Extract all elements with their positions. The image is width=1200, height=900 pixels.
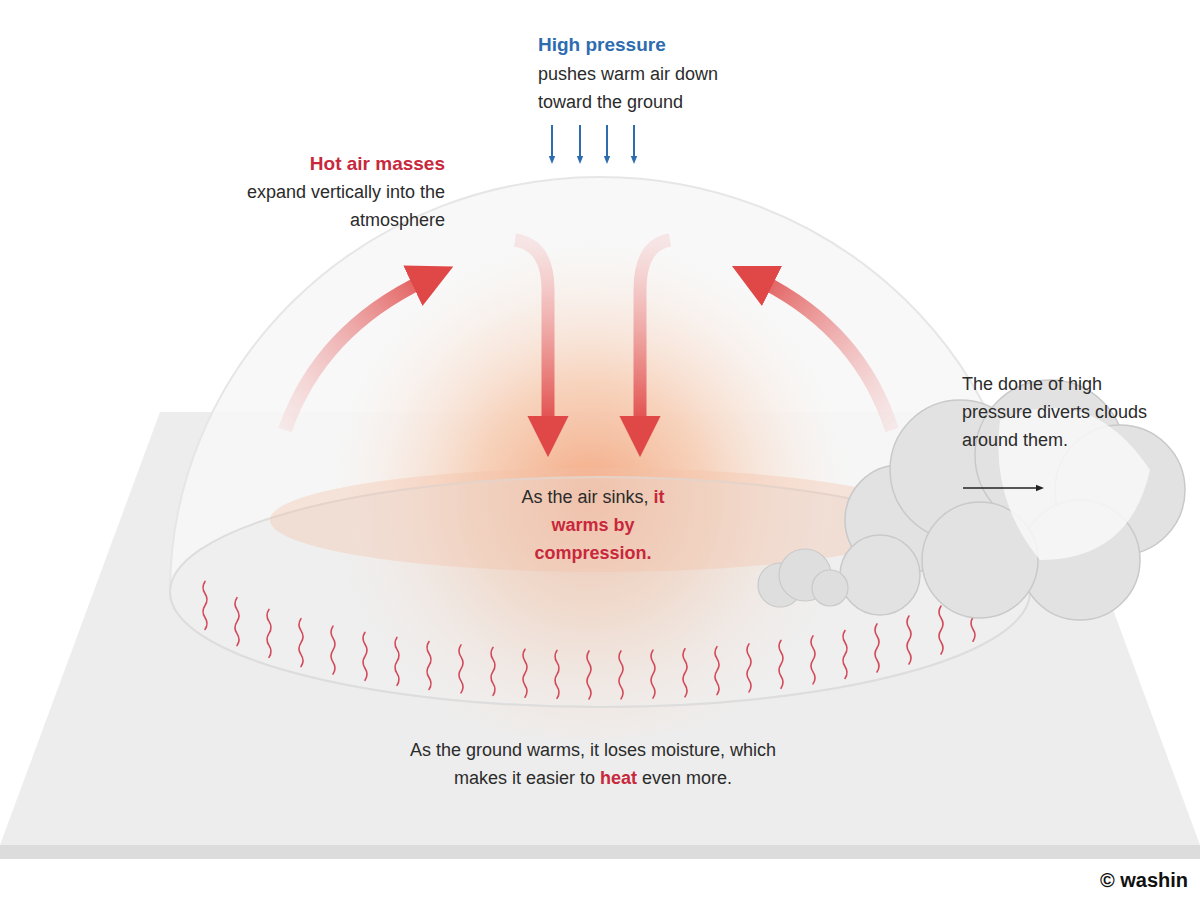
annotation-text: Hot air masses: [225, 150, 445, 178]
heat-wave: [779, 640, 783, 688]
annotation-text: pushes warm air down toward the ground: [538, 60, 753, 116]
heat-wave: [427, 642, 431, 690]
sinking-arrow: [515, 240, 548, 428]
annotation-text: The dome of high pressure diverts clouds…: [962, 370, 1167, 454]
deflection-arrow: [963, 487, 1040, 489]
ground-spot: [270, 468, 930, 572]
annotation-text: heat: [600, 768, 637, 788]
heat-wave: [555, 650, 559, 698]
heat-wave: [459, 645, 463, 693]
heat-wave: [843, 631, 847, 679]
annotation-text: High pressure: [538, 31, 798, 59]
rising-arrow: [285, 280, 425, 430]
heat-wave: [299, 619, 303, 667]
heat-wave: [747, 644, 751, 692]
heat-wave: [811, 636, 815, 684]
text-block: pushes warm air down toward the ground: [538, 60, 753, 116]
text-block: As the air sinks,it warms by compression…: [498, 483, 688, 567]
text-block: High pressure: [538, 31, 798, 59]
heat-wave: [395, 637, 399, 685]
text-block: Hot air masses: [225, 150, 445, 178]
heat-wave: [715, 647, 719, 695]
heat-wave: [587, 651, 591, 699]
text-block: As the ground warms, it loses moisture, …: [388, 736, 798, 792]
heat-wave: [491, 647, 495, 695]
heat-wave: [683, 649, 687, 697]
heat-wave: [331, 626, 335, 674]
heat-wave: [267, 609, 271, 657]
annotation-text: © washin: [1100, 866, 1196, 894]
heat-wave: [651, 650, 655, 698]
text-block: expand vertically into the atmosphere: [235, 178, 445, 234]
text-block: The dome of high pressure diverts clouds…: [962, 370, 1167, 454]
heat-wave: [939, 606, 943, 654]
cloud: [758, 549, 848, 607]
heat-wave: [907, 616, 911, 664]
heat-wave: [523, 649, 527, 697]
annotation-text: even more.: [642, 768, 732, 788]
heat-wave: [235, 598, 239, 646]
pressure-arrows: [552, 125, 634, 160]
heat-wave: [363, 632, 367, 680]
rising-arrow: [760, 280, 892, 430]
sinking-arrow: [640, 240, 670, 428]
annotation-text: As the air sinks,: [521, 487, 648, 507]
heat-wave: [203, 581, 207, 629]
heat-wave: [619, 651, 623, 699]
annotation-text: expand vertically into the atmosphere: [235, 178, 445, 234]
heat-wave: [875, 624, 879, 672]
text-block: © washin: [1100, 866, 1196, 894]
ground-edge: [0, 845, 1200, 859]
